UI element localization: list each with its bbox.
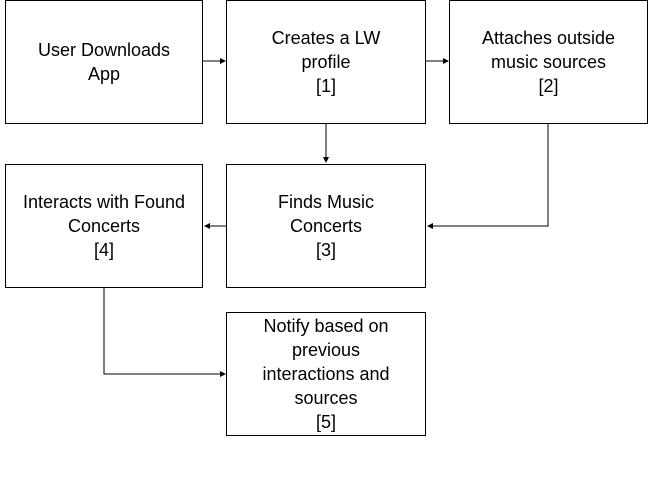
- node-attaches-outside-music-sources: Attaches outside music sources [2]: [449, 0, 648, 124]
- node-interacts-with-found-concerts: Interacts with Found Concerts [4]: [5, 164, 203, 288]
- node-creates-lw-profile: Creates a LW profile [1]: [226, 0, 426, 124]
- node-label: Notify based on previous interactions an…: [262, 316, 390, 432]
- edge-attach-to-finds: [427, 124, 549, 229]
- edge-download-to-profile: [203, 58, 226, 64]
- node-label: Finds Music Concerts [3]: [277, 192, 375, 260]
- node-label: Attaches outside music sources [2]: [481, 28, 616, 96]
- node-user-downloads-app: User Downloads App: [5, 0, 203, 124]
- node-finds-music-concerts: Finds Music Concerts [3]: [226, 164, 426, 288]
- node-notify-based-on-previous-interactions: Notify based on previous interactions an…: [226, 312, 426, 436]
- edge-profile-to-attach: [426, 58, 449, 64]
- node-label: Interacts with Found Concerts [4]: [22, 192, 186, 260]
- node-label: Creates a LW profile [1]: [271, 28, 381, 96]
- edge-finds-to-interacts: [204, 223, 226, 229]
- edge-interacts-to-notify: [103, 288, 226, 377]
- node-label: User Downloads App: [37, 40, 171, 84]
- edge-profile-to-finds: [323, 124, 329, 163]
